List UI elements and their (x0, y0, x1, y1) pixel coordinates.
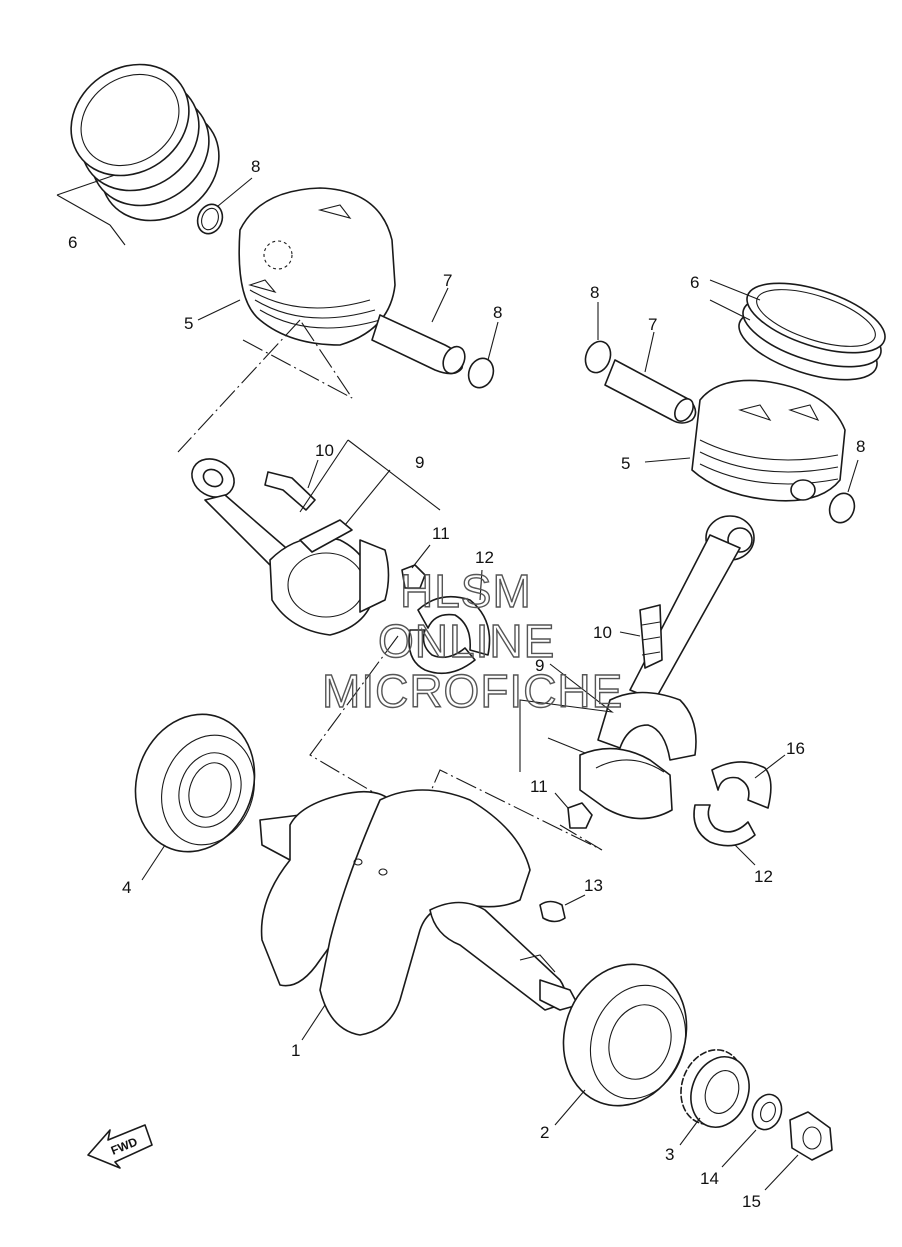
callout-3[interactable]: 3 (665, 1145, 674, 1164)
conrod-bolt-right[interactable] (639, 604, 663, 669)
circlip-right-a[interactable] (581, 338, 614, 376)
connecting-rod-left[interactable] (185, 451, 376, 636)
woodruff-key[interactable] (539, 900, 566, 923)
crank-sprocket-gear[interactable] (671, 1041, 759, 1135)
callout-8-right-top[interactable]: 8 (590, 283, 599, 302)
crank-bearing-right[interactable] (544, 947, 706, 1123)
callout-15[interactable]: 15 (742, 1192, 761, 1211)
callout-5-left[interactable]: 5 (184, 314, 193, 333)
circlip-left-b[interactable] (465, 355, 498, 391)
piston-pin-left[interactable] (371, 314, 469, 377)
callout-10-right[interactable]: 10 (593, 623, 612, 642)
callout-8-left-top[interactable]: 8 (251, 157, 260, 176)
piston-left[interactable] (238, 187, 396, 346)
callout-7-left[interactable]: 7 (443, 271, 452, 290)
conrod-nut-left[interactable] (401, 564, 426, 589)
watermark: HLSM ONLINE MICROFICHE (321, 564, 623, 717)
callout-8-left-bottom[interactable]: 8 (493, 303, 502, 322)
callout-13[interactable]: 13 (584, 876, 603, 895)
callout-6-right[interactable]: 6 (690, 273, 699, 292)
callout-6-left[interactable]: 6 (68, 233, 77, 252)
crank-nut[interactable] (789, 1111, 833, 1161)
crankshaft[interactable] (259, 789, 579, 1036)
callout-7-right[interactable]: 7 (648, 315, 657, 334)
conrod-bolt-left[interactable] (264, 471, 316, 511)
piston-rings-left[interactable] (49, 42, 240, 243)
callout-1[interactable]: 1 (291, 1041, 300, 1060)
callout-5-right[interactable]: 5 (621, 454, 630, 473)
piston-pin-right[interactable] (604, 359, 697, 424)
callout-11-left[interactable]: 11 (432, 524, 450, 543)
washer[interactable] (748, 1090, 787, 1133)
bearing-cap-right[interactable] (579, 747, 673, 820)
connecting-rod-right[interactable] (597, 515, 755, 761)
callout-11-right[interactable]: 11 (530, 777, 548, 796)
watermark-line-1: HLSM (400, 565, 532, 617)
fwd-arrow-icon: FWD (87, 1124, 153, 1169)
callout-4[interactable]: 4 (122, 878, 131, 897)
piston-rings-right[interactable] (731, 269, 893, 394)
bearing-shell-left[interactable] (408, 595, 491, 675)
conrod-nut-right[interactable] (567, 802, 593, 829)
watermark-line-2: ONLINE (378, 615, 555, 667)
callout-9-left[interactable]: 9 (415, 453, 424, 472)
callout-2[interactable]: 2 (540, 1123, 549, 1142)
circlip-right-b[interactable] (826, 490, 859, 526)
callout-16[interactable]: 16 (786, 739, 805, 758)
callout-10-left[interactable]: 10 (315, 441, 334, 460)
piston-right[interactable] (691, 379, 846, 502)
bearing-cap-left[interactable] (299, 519, 390, 613)
crank-bearing-left[interactable] (117, 697, 274, 868)
callout-12-right[interactable]: 12 (754, 867, 773, 886)
bearing-shells-right[interactable] (693, 761, 772, 847)
callout-12-left[interactable]: 12 (475, 548, 494, 567)
circlip-left-a[interactable] (194, 201, 227, 237)
callout-14[interactable]: 14 (700, 1169, 719, 1188)
callout-8-right-bottom[interactable]: 8 (856, 437, 865, 456)
watermark-line-3: MICROFICHE (322, 665, 623, 717)
callout-labels: 6 8 5 7 8 8 6 7 5 8 10 9 11 12 10 9 4 11… (68, 157, 865, 1211)
callout-9-right[interactable]: 9 (535, 656, 544, 675)
